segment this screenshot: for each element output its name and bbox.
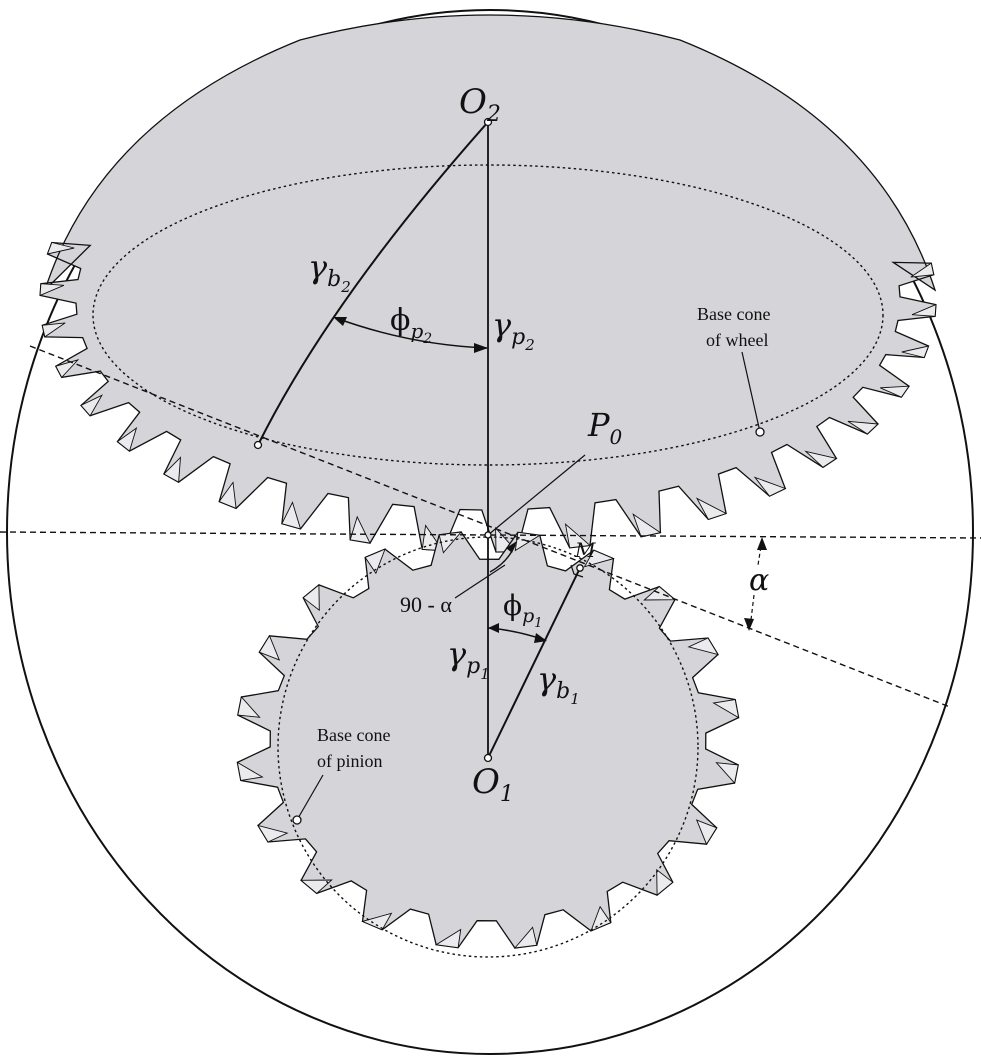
pinion-tooth-flank bbox=[364, 548, 386, 575]
pinion-tooth-flank bbox=[236, 761, 264, 782]
phi-p2-arc bbox=[335, 317, 488, 349]
pinion-tooth-flank bbox=[237, 696, 261, 718]
wheel-tooth-flank bbox=[163, 456, 182, 483]
pinion-tooth-flank bbox=[257, 824, 289, 843]
p0-leader bbox=[487, 454, 586, 536]
label-base-cone-wheel: Base cone of wheel bbox=[697, 304, 775, 350]
wheel-tooth-flank bbox=[349, 515, 371, 544]
label-o1: O1 bbox=[472, 762, 514, 807]
wheel-tooth-flank bbox=[116, 426, 138, 452]
label-gamma-b2: γb2 bbox=[308, 248, 351, 296]
angle-90-alpha-leader bbox=[454, 564, 506, 599]
pinion-base-cone-point bbox=[292, 815, 302, 825]
gamma-b2-base-point bbox=[253, 440, 263, 450]
gamma-b2-arc bbox=[257, 121, 489, 446]
label-o2: O2 bbox=[459, 82, 501, 127]
pinion-tooth-flank bbox=[712, 698, 740, 719]
wheel-tooth-flank bbox=[80, 394, 104, 417]
m-point bbox=[576, 564, 584, 572]
alpha-dim-line-bottom bbox=[749, 594, 755, 629]
label-gamma-p2: γp2 bbox=[492, 306, 535, 354]
label-phi-p2: ϕp2 bbox=[390, 303, 432, 347]
pinion-tooth-flank bbox=[361, 912, 393, 931]
label-p0: P0 bbox=[587, 406, 623, 449]
wheel-base-cone-point bbox=[755, 427, 765, 437]
o1-point bbox=[483, 753, 493, 763]
wheel-tooth-flank bbox=[55, 359, 80, 379]
pinion-tooth-flank bbox=[438, 531, 463, 554]
pinion-base-cone-leader bbox=[296, 774, 324, 821]
wheel-tooth-flank bbox=[39, 283, 65, 297]
wheel-tooth-flank bbox=[804, 450, 838, 468]
wheel-tooth-flank bbox=[753, 476, 787, 497]
wheel-tooth-flank bbox=[41, 322, 66, 338]
pinion-tooth-flank bbox=[434, 928, 462, 949]
o2-point bbox=[483, 117, 493, 127]
phi-p1-arrow-left bbox=[488, 623, 499, 633]
wheel-tooth-flank bbox=[218, 481, 237, 510]
right-angle-marker bbox=[570, 564, 584, 578]
wheel-tooth-flank bbox=[695, 497, 728, 520]
pinion-tooth-flank bbox=[715, 762, 739, 784]
base-cone-pinion-curve bbox=[277, 536, 699, 958]
pinion-tooth-flank bbox=[590, 905, 612, 932]
pinion-tooth-flank bbox=[258, 634, 281, 661]
phi-p2-arrow-right bbox=[474, 343, 488, 353]
wheel-tooth-flank bbox=[564, 523, 592, 549]
alpha-arrow-bottom bbox=[744, 618, 754, 631]
pinion-tooth-flank bbox=[687, 637, 719, 656]
gamma-b1-line bbox=[487, 567, 581, 759]
wheel-tooth-flank bbox=[880, 385, 910, 398]
label-phi-p1: ϕp1 bbox=[503, 589, 543, 631]
wheel-tooth-flank bbox=[847, 420, 880, 435]
label-90-minus-alpha: 90 - α bbox=[400, 592, 452, 617]
pinion-tooth-flank bbox=[656, 868, 674, 897]
pinion-tooth-flank bbox=[302, 583, 320, 612]
alpha-arrow-top bbox=[757, 537, 767, 550]
phi-p2-arrow-left bbox=[333, 317, 347, 326]
wheel-tooth-flank bbox=[632, 513, 662, 538]
pinion-tooth-flank bbox=[299, 879, 333, 894]
angle-90-alpha-arrow bbox=[506, 541, 517, 553]
pinion-tooth-flank bbox=[513, 926, 538, 949]
sphere-outline bbox=[6, 9, 974, 1055]
phi-p1-arrow-right bbox=[534, 633, 547, 643]
wheel-tooth-flank bbox=[910, 262, 935, 278]
label-base-cone-pinion: Base cone of pinion bbox=[317, 725, 395, 771]
pinion-tooth-flank bbox=[583, 549, 615, 568]
alpha-dim-line-top bbox=[757, 539, 763, 566]
label-gamma-p1: γp1 bbox=[447, 635, 490, 683]
pinion-tooth-flank bbox=[695, 819, 718, 846]
line-of-action bbox=[29, 345, 951, 708]
wheel-tooth-flank bbox=[901, 345, 930, 359]
wheel-tooth-flank bbox=[281, 501, 302, 530]
label-gamma-b1: γb1 bbox=[537, 660, 580, 708]
p0-point bbox=[484, 531, 492, 539]
wheel-tooth-flank bbox=[46, 241, 75, 255]
label-m: M bbox=[574, 538, 596, 562]
wheel-base-cone-leader bbox=[741, 351, 761, 433]
wheel-tooth-flank bbox=[911, 303, 937, 317]
label-alpha: α bbox=[749, 563, 769, 598]
